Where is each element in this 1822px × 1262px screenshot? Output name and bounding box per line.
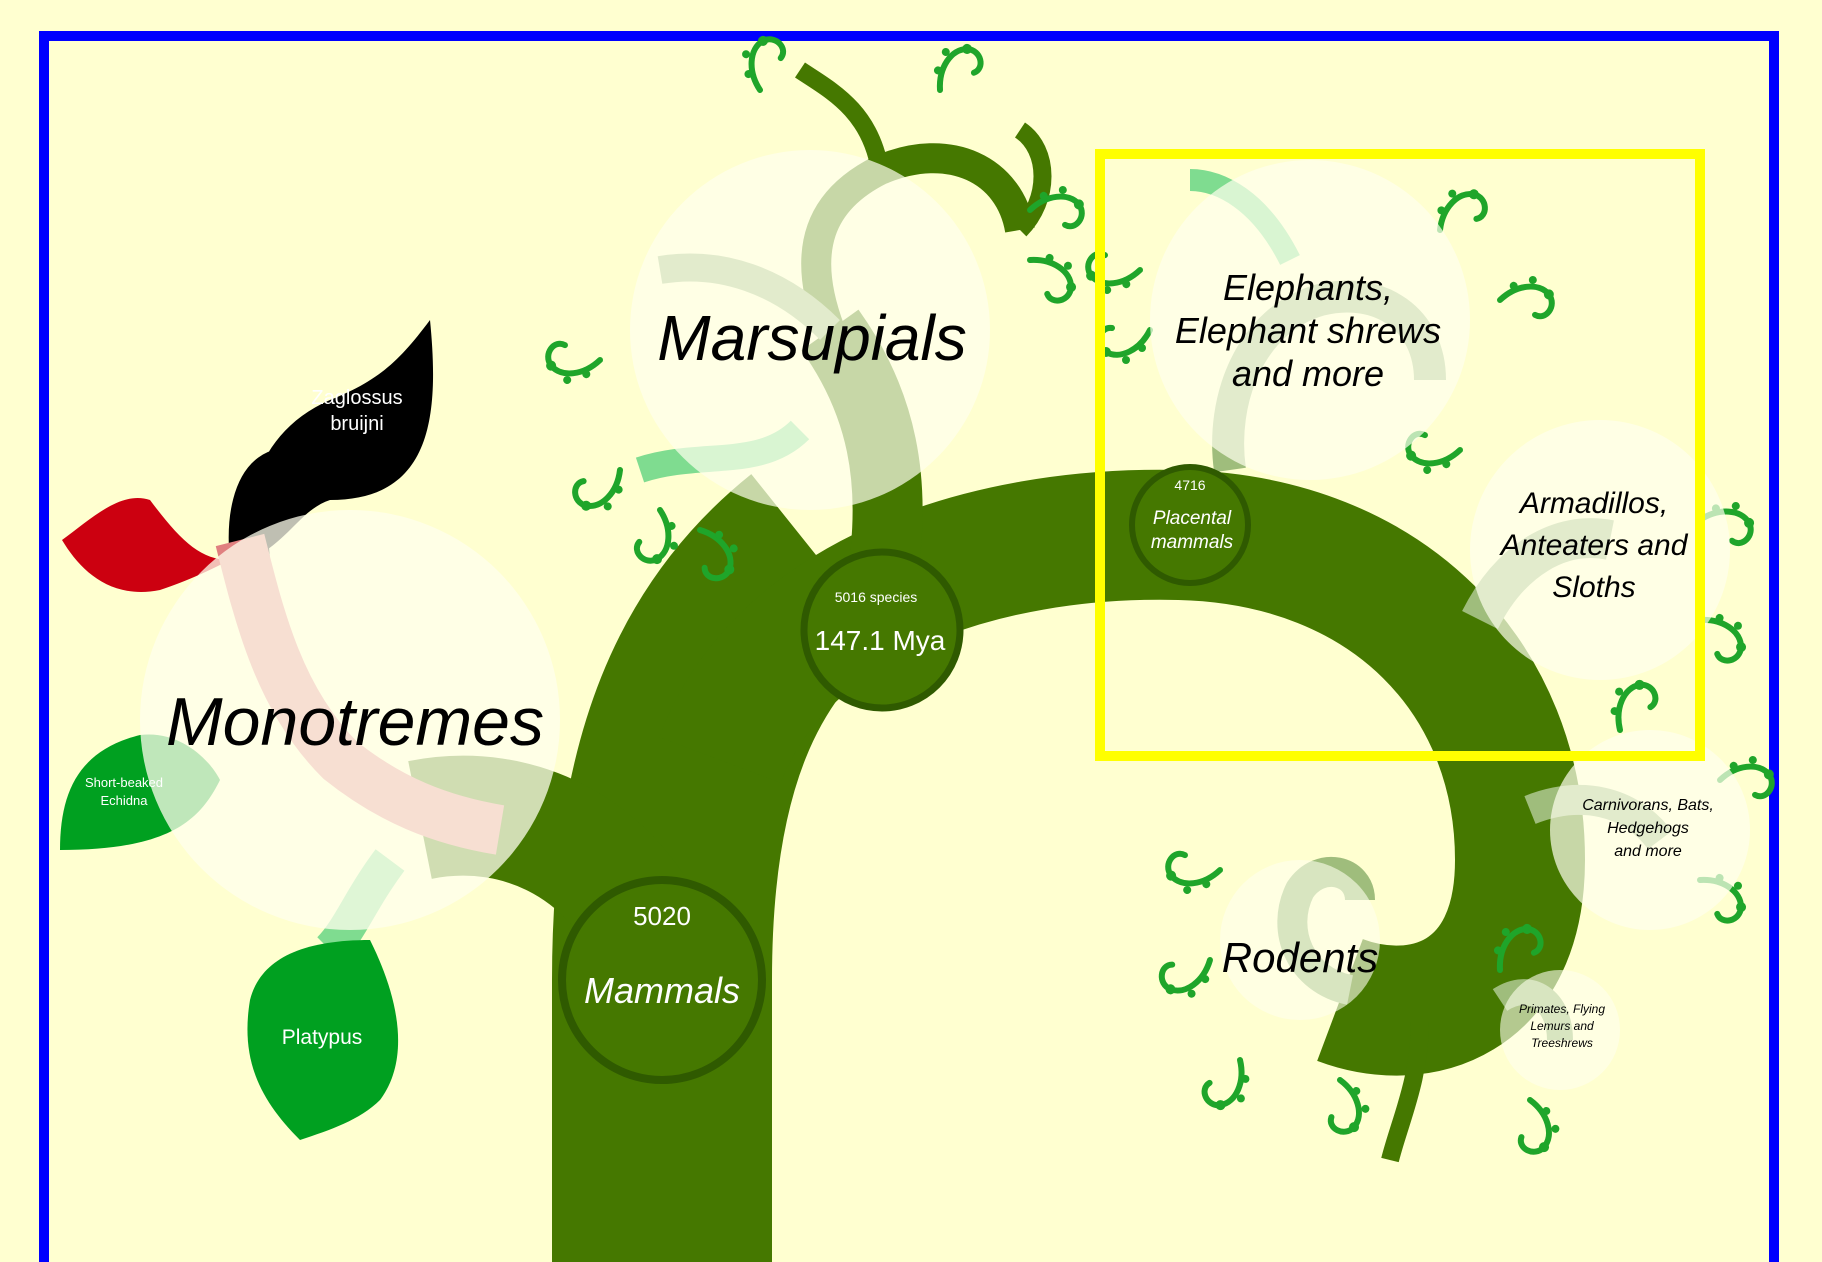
armadillos-bubble[interactable] (1470, 420, 1730, 680)
marsupials-bubble[interactable] (630, 150, 990, 510)
primates-bubble[interactable] (1500, 970, 1620, 1090)
primates-label-line2: Lemurs and (1530, 1019, 1594, 1033)
elephants-bubble[interactable] (1150, 160, 1470, 480)
monotremes-bubble[interactable] (140, 510, 560, 930)
echidna-label-line2: Echidna (101, 793, 149, 808)
leaf-zaglossus[interactable] (228, 320, 434, 563)
marsupial-canopy-branch (795, 62, 889, 172)
placental-canopy-branch (1381, 1019, 1429, 1163)
elephants-label-line2: Elephant shrews (1175, 310, 1441, 351)
marsupial-age: 147.1 Mya (815, 625, 946, 656)
rodents-label: Rodents (1222, 934, 1378, 981)
marsupial-species: 5016 species (835, 589, 918, 605)
zaglossus-label-line1: Zaglossus (311, 387, 402, 409)
placental-node[interactable] (1129, 464, 1251, 586)
highlight-box (1095, 149, 1705, 761)
mammals-count: 5020 (633, 901, 691, 931)
leaf-platypus[interactable] (247, 940, 399, 1140)
carnivorans-label-line3: and more (1614, 843, 1682, 860)
monotremes-label: Monotremes (166, 684, 544, 760)
leaf-red (62, 498, 230, 592)
echidna-label-line1: Short-beaked (85, 775, 163, 790)
armadillos-label-line1: Armadillos, (1518, 487, 1668, 520)
carnivorans-bubble[interactable] (1550, 730, 1750, 930)
carnivorans-label-line2: Hedgehogs (1607, 820, 1689, 837)
view-frame (39, 31, 1779, 1262)
mammals-node[interactable] (558, 876, 766, 1084)
placental-name-line1: Placental (1153, 508, 1232, 529)
marsupials-label: Marsupials (657, 302, 966, 374)
primates-label-line3: Treeshrews (1531, 1036, 1593, 1050)
placental-count: 4716 (1174, 477, 1205, 493)
rodents-bubble[interactable] (1220, 860, 1380, 1020)
armadillos-label-line3: Sloths (1552, 571, 1635, 604)
marsupial-canopy-branch (1013, 122, 1052, 237)
carnivorans-label-line1: Carnivorans, Bats, (1582, 797, 1714, 814)
platypus-label: Platypus (282, 1026, 363, 1049)
primates-label-line1: Primates, Flying (1519, 1002, 1605, 1016)
marsupial-node[interactable] (800, 548, 964, 712)
elephants-label-line1: Elephants, (1223, 267, 1393, 308)
mammals-name: Mammals (584, 970, 740, 1011)
zaglossus-label-line2: bruijni (330, 413, 383, 435)
placental-name-line2: mammals (1151, 532, 1234, 553)
elephants-label-line3: and more (1232, 353, 1384, 394)
armadillos-label-line2: Anteaters and (1499, 529, 1689, 562)
